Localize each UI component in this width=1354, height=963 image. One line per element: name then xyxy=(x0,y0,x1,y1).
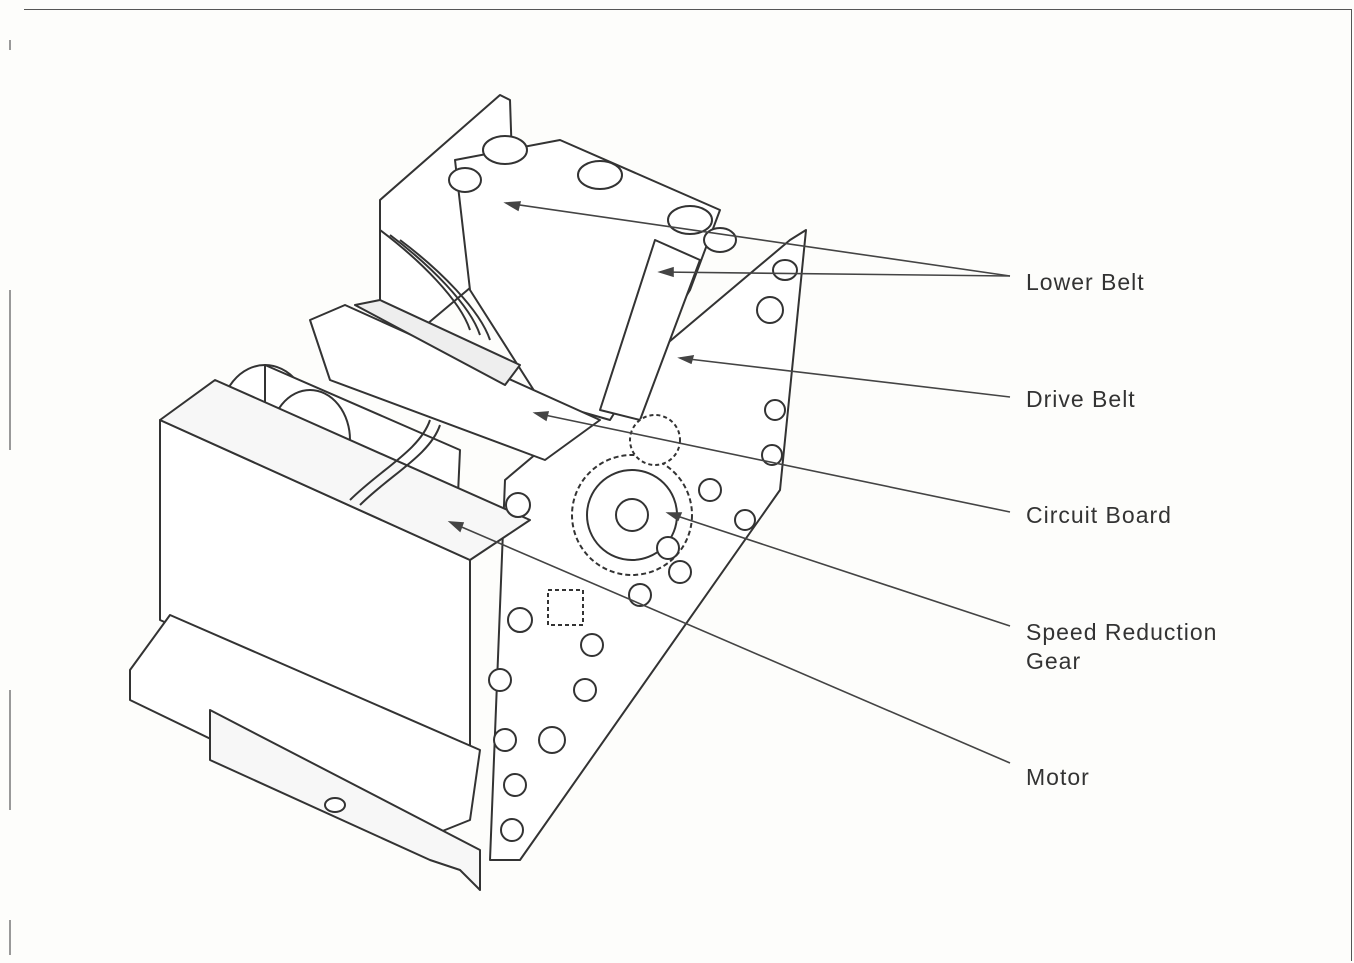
callout-motor: Motor xyxy=(1026,764,1090,790)
front-tray xyxy=(129,614,481,841)
margin-mark xyxy=(9,690,11,810)
leader-line-lower-belt-a xyxy=(505,202,1011,277)
callout-speed-reduction-gear-line1: Speed Reduction xyxy=(1026,619,1218,645)
callout-lower-belt: Lower Belt xyxy=(1026,269,1145,295)
margin-mark xyxy=(9,40,11,50)
circuit-board xyxy=(309,304,601,461)
margin-mark xyxy=(9,290,11,450)
callout-speed-reduction-gear: Speed Reduction Gear xyxy=(1026,618,1217,676)
margin-mark xyxy=(9,920,11,955)
leader-line-speed-reduction-gear xyxy=(667,512,1011,627)
leader-line-lower-belt-b xyxy=(659,271,1011,277)
leader-line-motor xyxy=(449,521,1011,764)
leader-line-drive-belt xyxy=(679,357,1011,398)
figure-frame xyxy=(24,9,1352,961)
callout-speed-reduction-gear-line2: Gear xyxy=(1026,648,1082,674)
leader-line-circuit-board xyxy=(534,412,1011,513)
callout-circuit-board: Circuit Board xyxy=(1026,502,1172,528)
callout-drive-belt: Drive Belt xyxy=(1026,386,1136,412)
